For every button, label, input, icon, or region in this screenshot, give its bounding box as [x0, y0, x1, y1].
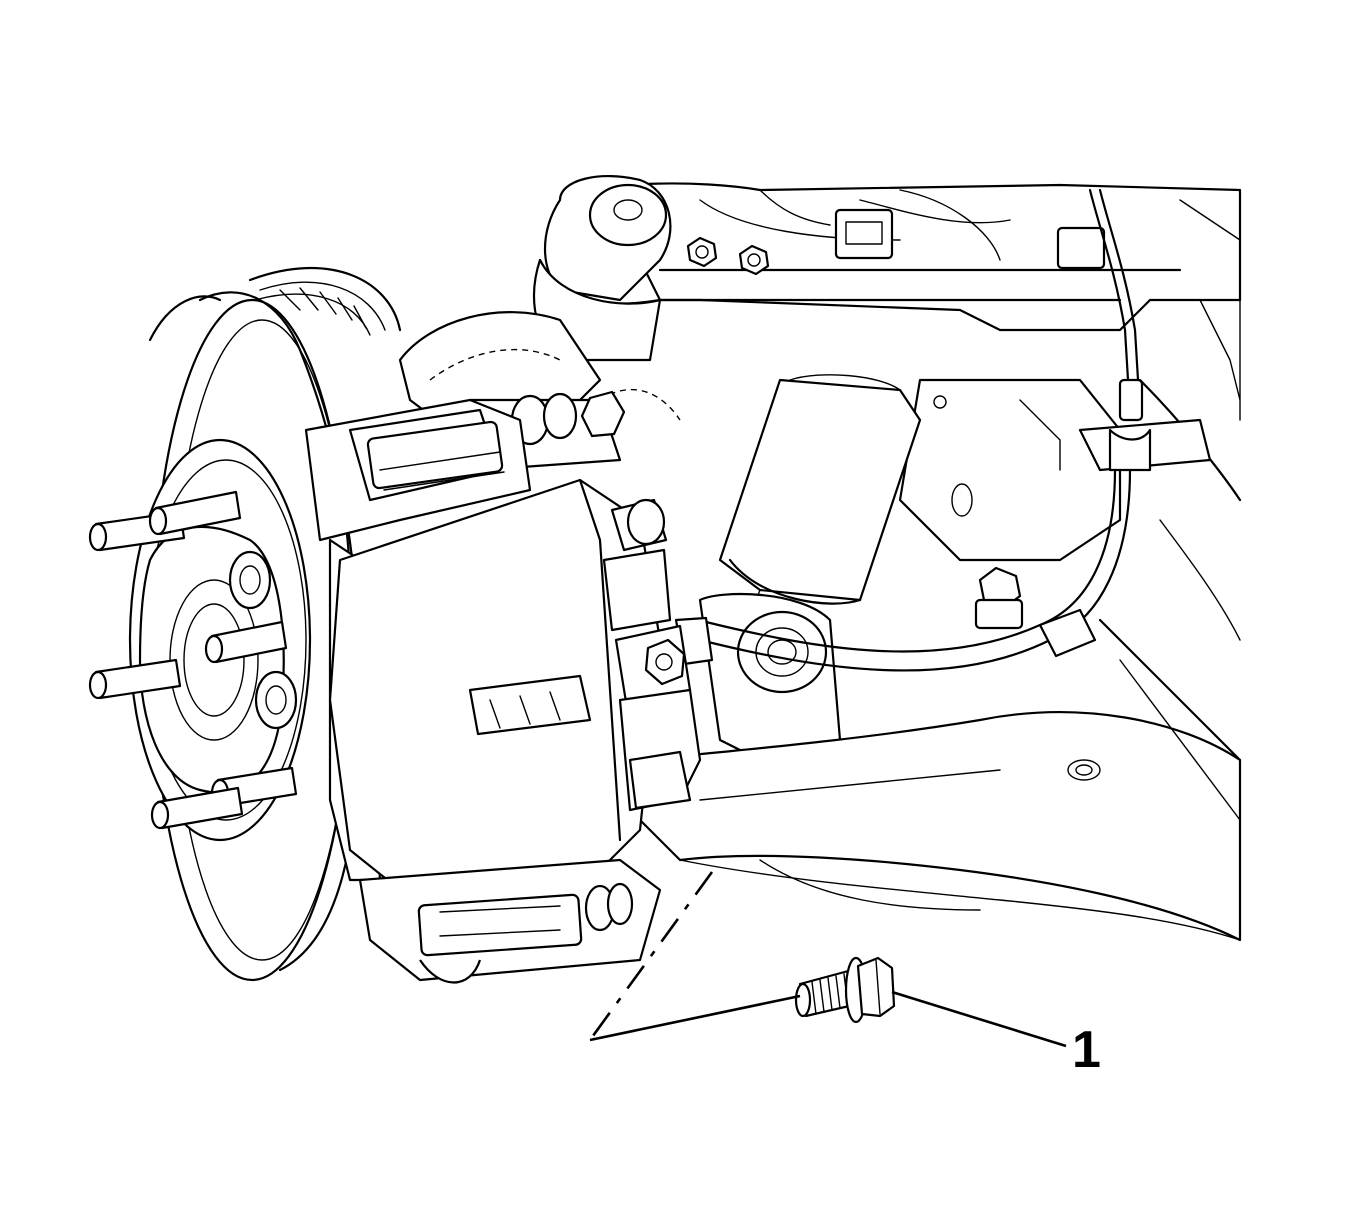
wheel-studs	[88, 490, 298, 830]
wheel-stud-3	[204, 620, 288, 664]
wheel-stud-2	[148, 490, 242, 536]
bleeder-screw	[610, 498, 668, 552]
lower-shock-bushing	[698, 592, 842, 762]
wheel-stud-6	[150, 786, 244, 830]
upper-arm-bolt-right	[738, 244, 770, 276]
caliper-bracket-bolt	[794, 956, 896, 1024]
upper-arm-bolt-left	[686, 236, 718, 268]
brake-caliper	[304, 398, 702, 984]
shock-absorber	[718, 374, 922, 641]
hose-fitting	[602, 548, 692, 704]
callout-leaders	[588, 871, 1067, 1048]
callout-label-1: 1	[1072, 1021, 1101, 1079]
wheel-stud-4	[88, 658, 182, 700]
suspension-frame	[532, 174, 1242, 942]
frame-mount-bolt	[974, 566, 1024, 630]
brake-hose	[674, 188, 1212, 672]
